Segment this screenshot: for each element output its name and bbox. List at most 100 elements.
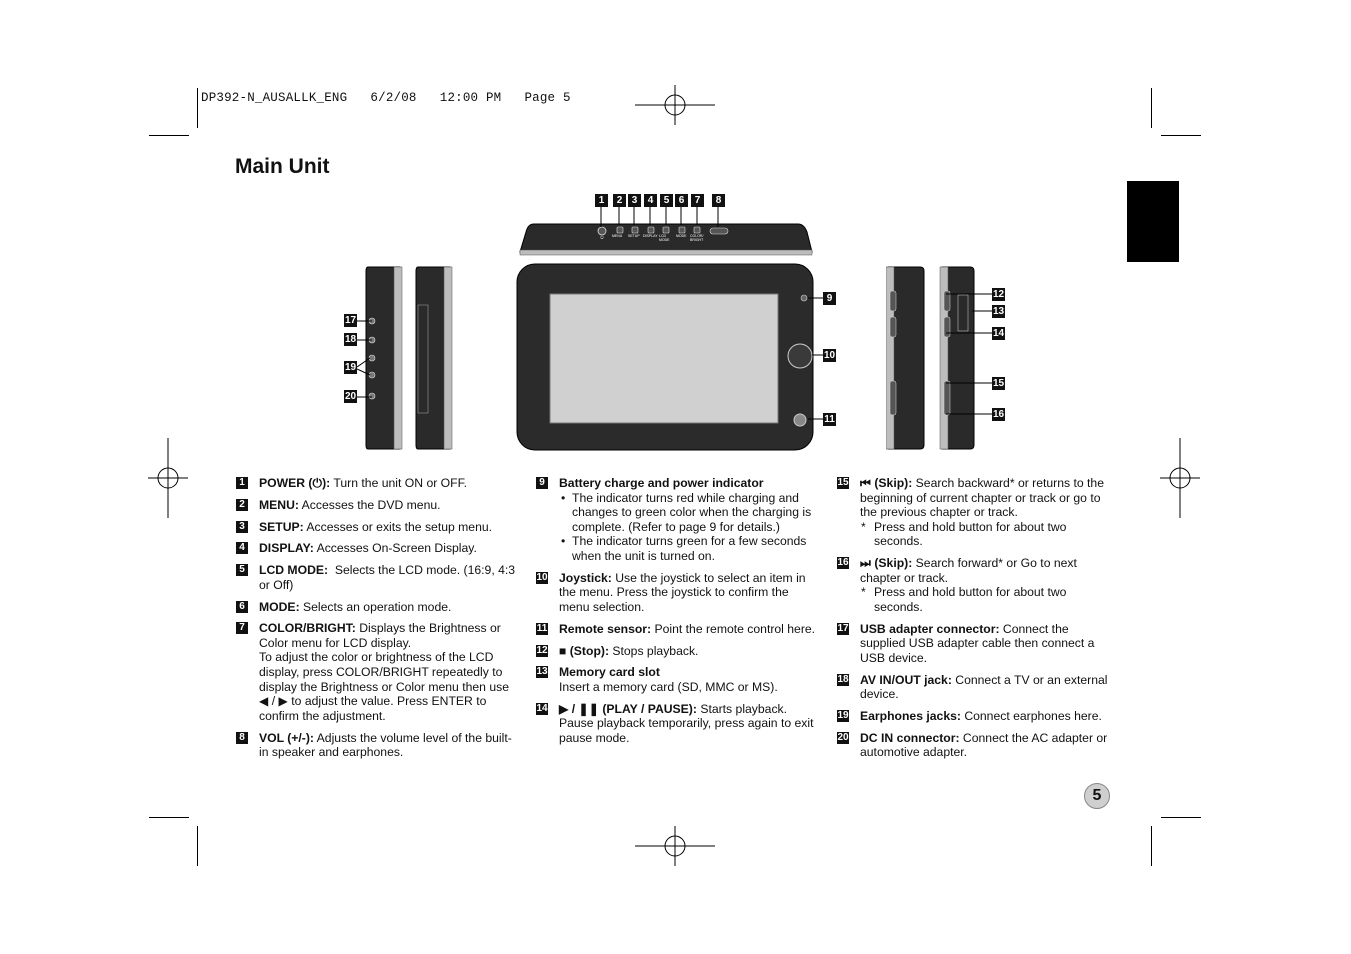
item-text: Accesses or exits the setup menu. (303, 519, 493, 534)
item-number: 4 (236, 542, 248, 555)
page-number: 5 (1084, 783, 1110, 809)
list-item: 14 ▶ / ❚❚ (PLAY / PAUSE): Starts playback… (536, 702, 816, 746)
item-label: USB adapter connector: (860, 621, 1000, 636)
item-number: 8 (236, 731, 248, 744)
registration-mark-top (635, 85, 715, 125)
item-label: VOL (+/-): (259, 730, 314, 745)
item-label: MENU: (259, 497, 299, 512)
item-text: Turn the unit ON or OFF. (330, 476, 468, 490)
callout-11: 11 (823, 413, 836, 426)
list-item: 12■ (Stop): Stops playback. (536, 644, 816, 659)
item-label: COLOR/BRIGHT: (259, 621, 356, 636)
crop-mark (197, 826, 198, 866)
item-text: Accesses the DVD menu. (298, 497, 441, 512)
item-number: 18 (837, 673, 849, 686)
front-callout-lines (808, 297, 823, 420)
print-header: DP392-N_AUSALLK_ENG 6/2/08 12:00 PM Page… (201, 91, 571, 105)
top-button-text-setup: SETUP (628, 234, 640, 238)
item-number: 3 (236, 520, 248, 533)
item-text: Selects the LCD mode. (16:9, 4:3 or Off) (259, 563, 519, 592)
item-extra: To adjust the color or brightness of the… (259, 650, 509, 723)
callout-7: 7 (691, 194, 704, 207)
item-text: Connect a TV or an external device. (860, 672, 1108, 702)
front-view-illustration (516, 263, 814, 451)
crop-mark (1151, 826, 1152, 866)
item-label: Earphones jacks: (860, 709, 961, 724)
item-number: 1 (236, 477, 248, 489)
callout-4: 4 (644, 194, 657, 207)
list-item: 8 VOL (+/-): Adjusts the volume level of … (236, 731, 516, 760)
section-tab (1127, 181, 1179, 262)
item-number: 7 (236, 622, 248, 635)
item-number: 12 (536, 644, 548, 657)
crop-mark (149, 135, 189, 136)
item-label: Joystick: (559, 570, 612, 585)
callout-17: 17 (344, 314, 357, 327)
item-label: Battery charge and power indicator (559, 476, 764, 490)
callout-6: 6 (675, 194, 688, 207)
item-number: 20 (837, 731, 849, 744)
item-text: Adjusts the volume level of the built-in… (259, 730, 512, 760)
item-number: 11 (536, 622, 548, 635)
bullet-item: The indicator turns green for a few seco… (559, 534, 816, 563)
item-label: Remote sensor: (559, 621, 652, 636)
top-callout-lines (600, 207, 719, 227)
item-label: ■ (Stop): (559, 643, 609, 658)
callout-2: 2 (613, 194, 626, 207)
item-label: AV IN/OUT jack: (860, 672, 952, 687)
item-label: DISPLAY: (259, 541, 314, 556)
list-item: 20 DC IN connector: Connect the AC adapte… (837, 731, 1111, 760)
item-text: Use the joystick to select an item in th… (559, 570, 806, 614)
list-item: 2 MENU: Accesses the DVD menu. (236, 498, 516, 513)
callout-19: 19 (344, 361, 357, 374)
item-number: 9 (536, 477, 548, 489)
item-number: 6 (236, 600, 248, 613)
callout-13: 13 (992, 305, 1005, 318)
callout-9: 9 (823, 292, 836, 305)
bullet-item: The indicator turns red while charging a… (559, 491, 816, 535)
callout-8: 8 (712, 194, 725, 207)
registration-mark-left (148, 438, 188, 518)
crop-mark (197, 88, 198, 128)
item-label: DC IN connector: (860, 730, 960, 745)
list-item: 3 SETUP: Accesses or exits the setup menu… (236, 520, 516, 535)
top-button-text-mode: MODE (676, 234, 687, 238)
list-item: 10 Joystick: Use the joystick to select a… (536, 571, 816, 615)
item-text: Starts playback. Pause playback temporar… (559, 701, 814, 745)
item-label: ▶ / ❚❚ (PLAY / PAUSE): (559, 701, 697, 716)
callout-14: 14 (992, 327, 1005, 340)
crop-mark (1151, 88, 1152, 128)
item-label: SETUP: (259, 519, 304, 534)
list-item: 15⏮ (Skip): Search backward* or returns … (837, 476, 1111, 549)
item-number: 2 (236, 498, 248, 511)
right-callout-lines (946, 293, 992, 415)
page-title: Main Unit (235, 155, 330, 178)
svg-text:⏻: ⏻ (600, 235, 604, 240)
right-side-view-illustration (886, 266, 975, 450)
item-number: 16 (837, 557, 849, 570)
list-item: 18 AV IN/OUT jack: Connect a TV or an ext… (837, 673, 1111, 702)
list-item: 9 Battery charge and power indicator The … (536, 476, 816, 564)
item-number: 19 (837, 710, 849, 723)
left-side-view-illustration (365, 266, 453, 450)
item-number: 14 (536, 702, 548, 715)
item-text: Search forward* or Go to next chapter or… (860, 556, 1077, 585)
item-label: MODE: (259, 599, 300, 614)
item-text: Connect the AC adapter or automotive ada… (860, 730, 1108, 760)
item-note: Press and hold button for about two seco… (860, 520, 1111, 549)
item-number: 10 (536, 571, 548, 584)
item-extra: Insert a memory card (SD, MMC or MS). (559, 679, 778, 694)
callout-15: 15 (992, 377, 1005, 390)
callout-3: 3 (628, 194, 641, 207)
callout-12: 12 (992, 288, 1005, 301)
top-button-text-menu: MENU (612, 234, 623, 238)
column-middle: 9 Battery charge and power indicator The … (536, 476, 816, 753)
